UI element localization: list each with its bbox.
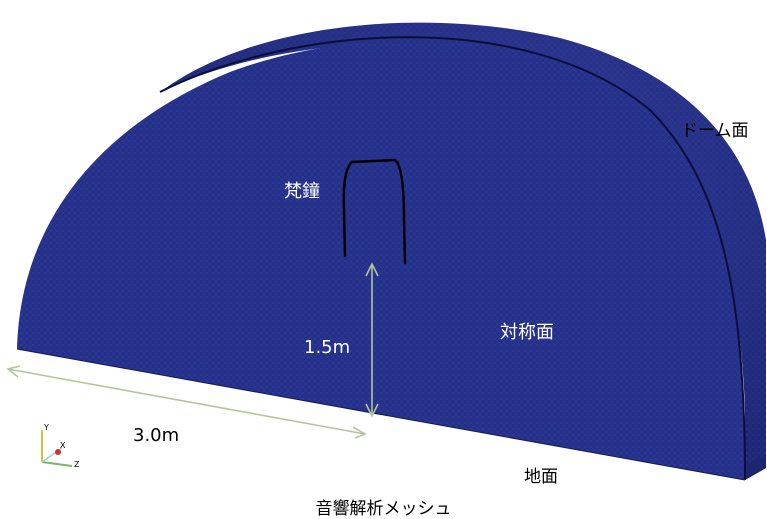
width-label: 3.0m <box>133 425 180 446</box>
dome-surface-label: ドーム面 <box>681 121 749 141</box>
bell-outline <box>342 158 407 265</box>
height-label: 1.5m <box>304 337 351 358</box>
axis-triad <box>41 430 73 467</box>
axis-y-label: Y <box>44 423 49 432</box>
symmetry-plane-label: 対称面 <box>500 322 554 343</box>
base-edge <box>16 348 746 481</box>
front-arc-edge <box>159 36 746 481</box>
axis-x-label: X <box>60 441 66 450</box>
symmetry-mesh <box>17 39 745 480</box>
width-dimension <box>6 365 367 439</box>
height-dimension <box>365 262 379 418</box>
axis-z-label: Z <box>74 460 80 469</box>
bell-label: 梵鐘 <box>284 181 320 202</box>
ground-label: 地面 <box>524 467 558 487</box>
figure-caption: 音響解析メッシュ <box>315 499 452 519</box>
